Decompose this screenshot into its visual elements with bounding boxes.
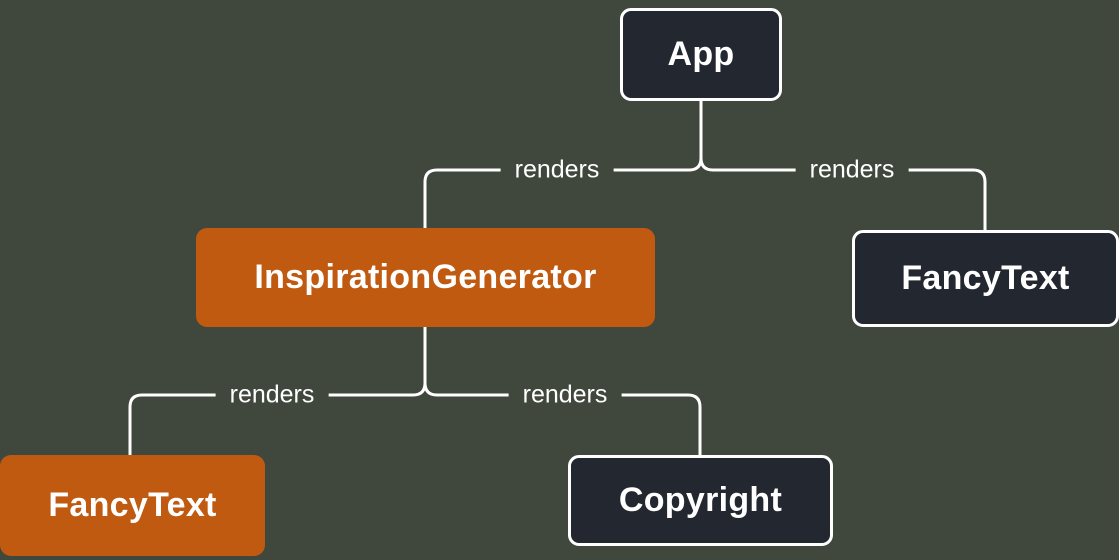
node-app: App — [620, 8, 782, 101]
edge-label-renders-app-inspirationgenerator: renders — [500, 153, 614, 187]
node-fancy-text-left-label: FancyText — [48, 486, 217, 524]
edge-label-renders-inspirationgenerator-copyright: renders — [508, 378, 622, 412]
node-inspiration-generator-label: InspirationGenerator — [254, 258, 597, 296]
edge-label-renders-inspirationgenerator-fancytext: renders — [215, 378, 329, 412]
node-copyright-label: Copyright — [618, 481, 783, 519]
node-app-label: App — [667, 35, 735, 73]
edge-label-renders-app-fancytext: renders — [795, 153, 909, 187]
node-fancy-text-right: FancyText — [852, 230, 1119, 327]
node-copyright: Copyright — [568, 455, 833, 546]
node-inspiration-generator: InspirationGenerator — [196, 228, 655, 327]
node-fancy-text-right-label: FancyText — [901, 259, 1070, 297]
node-fancy-text-left: FancyText — [0, 455, 265, 556]
